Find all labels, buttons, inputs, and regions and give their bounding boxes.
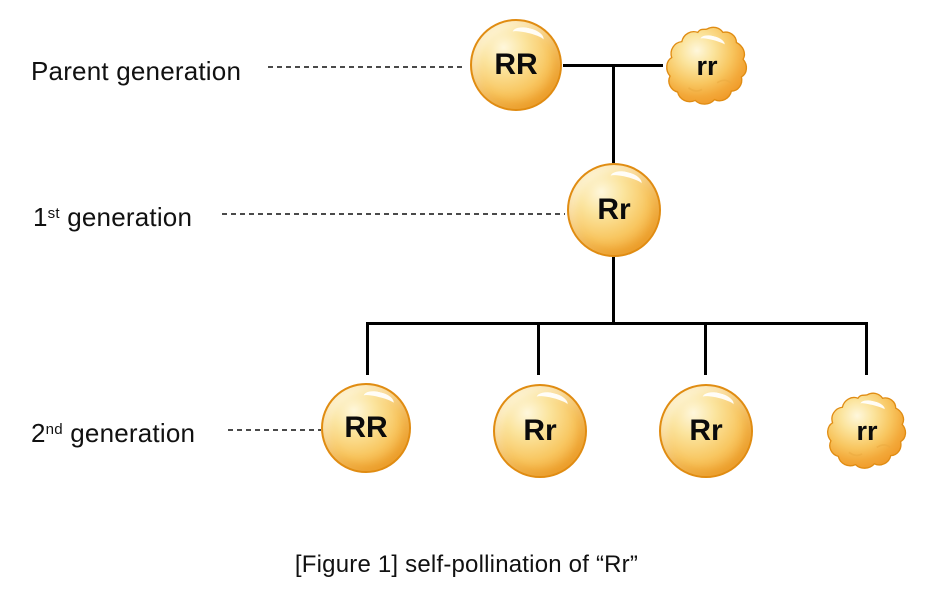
genotype-label: RR: [344, 411, 388, 444]
pea-parent-RR: RR: [470, 19, 562, 111]
pea-f2-Rr-2: Rr: [659, 384, 753, 478]
figure-caption: [Figure 1] self-pollination of “Rr”: [294, 551, 639, 578]
label-ordinal-suffix: nd: [45, 421, 63, 439]
f2-branch-horizontal: [366, 322, 868, 325]
first-generation-leader-line: [222, 213, 565, 215]
genotype-label: rr: [696, 50, 718, 81]
f2-branch-drop-2: [537, 322, 540, 375]
genotype-label: Rr: [689, 414, 723, 447]
cross-connector-vertical: [612, 64, 615, 163]
parent-generation-label: Parent generation: [31, 56, 242, 86]
second-generation-leader-line: [228, 429, 321, 431]
label-ordinal-suffix: st: [47, 205, 60, 223]
genotype-label: RR: [494, 48, 538, 81]
genotype-label: rr: [856, 415, 878, 446]
f1-descendant-connector: [612, 257, 615, 324]
f2-branch-drop-3: [704, 322, 707, 375]
pea-f1-Rr: Rr: [567, 163, 661, 257]
genotype-label: Rr: [523, 414, 557, 447]
f2-branch-drop-1: [366, 322, 369, 375]
pea-gloss-highlight: [511, 24, 546, 48]
wrinkled-pea-shape: [827, 392, 907, 469]
pea-gloss-highlight: [534, 389, 571, 414]
second-generation-label: 2nd generation: [31, 418, 195, 449]
pea-gloss-highlight: [608, 168, 645, 193]
pea-f2-RR: RR: [321, 383, 411, 473]
pea-parent-rr-wrinkled: rr: [665, 24, 749, 108]
label-number: 2: [31, 418, 46, 448]
pea-f2-rr-wrinkled: rr: [826, 390, 908, 472]
pea-gloss-highlight: [361, 388, 395, 411]
wrinkled-pea-shape: [666, 26, 748, 105]
pea-f2-Rr-1: Rr: [493, 384, 587, 478]
f2-branch-drop-4: [865, 322, 868, 375]
parent-generation-leader-line: [268, 66, 465, 68]
label-number: 1: [33, 202, 48, 232]
label-text: generation: [62, 418, 196, 448]
pea-gloss-highlight: [700, 389, 737, 414]
first-generation-label: 1st generation: [33, 202, 192, 233]
label-text: generation: [59, 202, 193, 232]
genotype-label: Rr: [597, 193, 631, 226]
